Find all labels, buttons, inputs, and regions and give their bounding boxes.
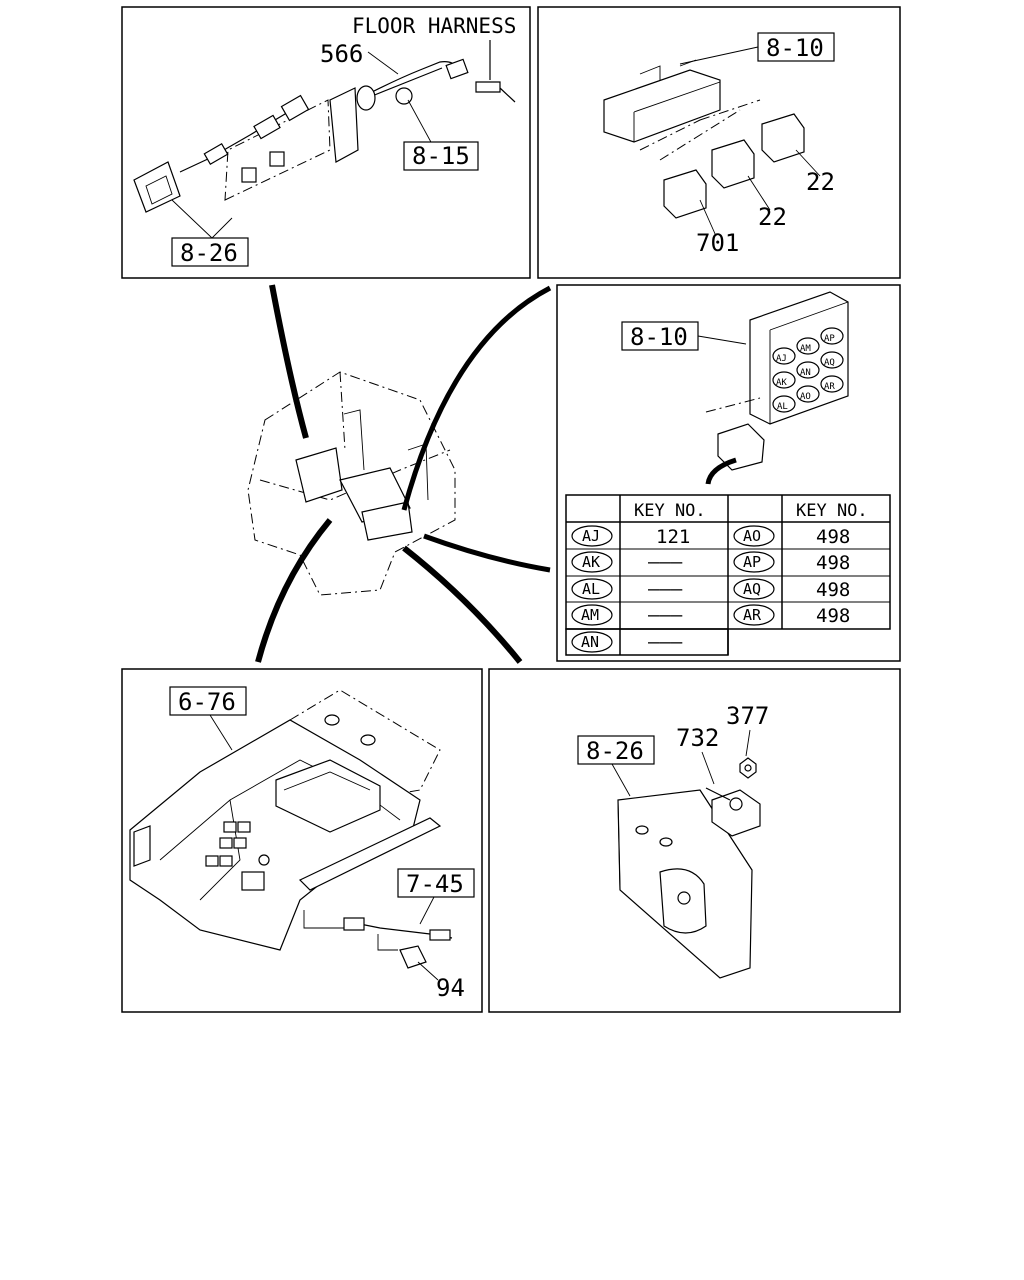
code-cell: AJ (582, 527, 600, 545)
code-cell: AO (743, 527, 761, 545)
svg-text:AP: AP (824, 334, 835, 344)
ref-8-26-label: 8-26 (180, 239, 238, 267)
table-header-key: KEY NO. (634, 501, 706, 521)
ref-6-76-label: 6-76 (178, 688, 236, 716)
ref-box-8-15 (403, 141, 479, 171)
svg-text:AK: AK (776, 378, 787, 388)
code-cell: AP (743, 553, 761, 571)
panel-frame (488, 668, 901, 1013)
ref-box-6-76 (169, 686, 247, 716)
lead-connector (343, 917, 365, 931)
key-cell: 498 (816, 579, 850, 601)
ref-box-7-45 (397, 868, 475, 898)
switch-cluster (205, 821, 270, 891)
relay-22 (711, 139, 755, 189)
key-cell: 498 (816, 552, 850, 574)
panel-relay-box: 8-10 22 22 701 (537, 6, 901, 279)
part-377-label: 377 (726, 702, 769, 730)
ref-box-8-10 (621, 321, 699, 351)
relay-498 (717, 423, 765, 471)
panel-frame (537, 6, 901, 279)
relay-tags: AJ AM AP AK AN AQ AL AO AR (772, 327, 844, 413)
control-module (133, 161, 181, 213)
mounting-bracket (329, 87, 359, 163)
code-cell: AN (581, 633, 599, 651)
key-cell: 498 (816, 526, 850, 548)
relay-block (603, 69, 721, 143)
console-pocket (275, 759, 381, 833)
key-cell: 121 (656, 526, 690, 548)
key-cell: ——— (648, 604, 683, 626)
relay-22 (761, 113, 805, 163)
svg-text:AQ: AQ (824, 358, 835, 368)
harness-connector (445, 58, 469, 80)
ref-8-10-label: 8-10 (630, 323, 688, 351)
ref-8-10-label: 8-10 (766, 34, 824, 62)
relay-701 (663, 169, 707, 219)
harness-wire (371, 61, 459, 93)
clip-94 (399, 945, 427, 969)
leader-bottom-left (255, 518, 333, 663)
key-cell: 498 (816, 605, 850, 627)
svg-text:AR: AR (824, 382, 835, 392)
part-22-label: 22 (806, 168, 835, 196)
svg-text:AJ: AJ (776, 354, 787, 364)
switch-body (356, 85, 376, 111)
code-cell: AM (581, 606, 599, 624)
panel-console: 6-76 7-45 94 (121, 668, 483, 1013)
table-header-key: KEY NO. (796, 501, 868, 521)
code-cell: AQ (743, 580, 761, 598)
panel-frame (121, 6, 531, 279)
leader-bottom-right (402, 545, 523, 664)
part-732-label: 732 (676, 724, 719, 752)
floor-harness-label: FLOOR HARNESS (352, 14, 516, 38)
svg-text:AL: AL (777, 402, 788, 412)
left-console (295, 447, 343, 503)
key-cell: ——— (648, 631, 683, 653)
center-console (129, 719, 421, 951)
screw (395, 87, 413, 105)
ref-7-45-label: 7-45 (406, 870, 464, 898)
part-566-label: 566 (320, 40, 363, 68)
leader-top-right (401, 285, 552, 511)
key-table: KEY NO. KEY NO. AJ 121 AO 498 AK ——— AP … (565, 494, 891, 656)
ref-8-15-label: 8-15 (412, 142, 470, 170)
panel-relay-bracket: 8-26 732 377 (488, 668, 901, 1013)
part-94-label: 94 (436, 974, 465, 1002)
bracket-slot (269, 151, 285, 167)
ref-8-26-label: 8-26 (586, 737, 644, 765)
relay-tray (361, 501, 413, 541)
key-cell: ——— (648, 578, 683, 600)
ref-box-8-10 (757, 32, 835, 62)
svg-text:AO: AO (800, 392, 811, 402)
leader-mid-right (423, 533, 551, 573)
panel-frame (556, 284, 901, 662)
panel-frame (121, 668, 483, 1013)
relay-block (749, 291, 849, 425)
bracket-slot (241, 167, 257, 183)
ref-box-8-26 (171, 237, 249, 267)
part-22-label: 22 (758, 203, 787, 231)
part-701-label: 701 (696, 229, 739, 257)
console-trim (298, 817, 442, 891)
code-cell: AL (582, 580, 600, 598)
panel-relay-key: 8-10 AJ AM AP AK AN AQ AL AO AR (556, 284, 901, 662)
panel-floor-harness: FLOOR HARNESS 566 8-15 8-26 (121, 6, 531, 279)
code-cell: AR (743, 606, 762, 624)
key-cell: ——— (648, 551, 683, 573)
vehicle-overview (247, 284, 552, 664)
relay-732 (711, 789, 761, 837)
svg-text:AM: AM (800, 344, 811, 354)
svg-text:AN: AN (800, 368, 811, 378)
leader-top-left (269, 284, 309, 439)
ref-box-8-26 (577, 735, 655, 765)
code-cell: AK (582, 553, 600, 571)
